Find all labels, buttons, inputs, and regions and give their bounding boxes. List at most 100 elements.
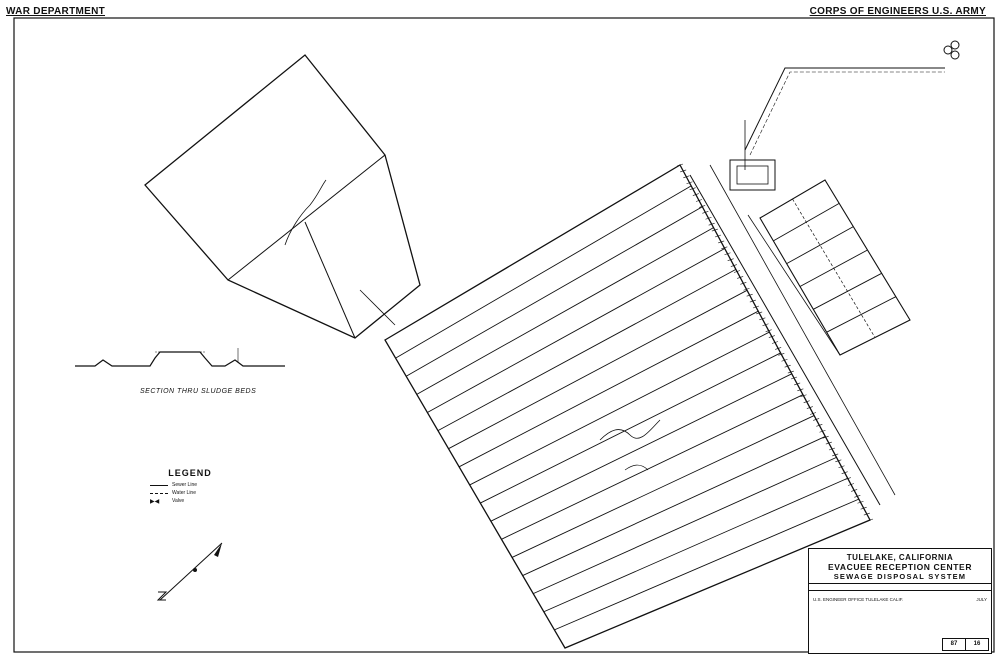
edge-tick: [749, 299, 756, 303]
legend: LEGEND Sewer Line Water Line ▶◀ Valve: [150, 468, 230, 505]
edge-tick: [765, 329, 772, 332]
outfall-line: [359, 289, 396, 326]
edge-tick: [768, 335, 775, 338]
edge-tick: [740, 282, 747, 285]
distribution-line: [437, 269, 737, 431]
edge-tick: [828, 447, 836, 451]
distribution-line: [427, 248, 725, 413]
edge-tick: [838, 465, 845, 469]
edge-tick: [759, 317, 766, 321]
legend-label: Sewer Line: [172, 482, 198, 488]
legend-item-valve: ▶◀ Valve: [150, 497, 230, 505]
sheet-number-b: 16: [965, 638, 989, 651]
edge-tick: [762, 323, 769, 327]
edge-tick: [737, 276, 744, 279]
sludge-bed-centerline: [792, 198, 876, 338]
edge-tick: [727, 258, 734, 261]
edge-tick: [825, 441, 832, 445]
edge-tick: [721, 246, 728, 250]
edge-tick: [699, 205, 706, 208]
edge-tick: [813, 418, 820, 421]
edge-tick: [781, 358, 788, 362]
distribution-line: [480, 352, 781, 504]
edge-tick: [816, 424, 823, 427]
header-war-department: WAR DEPARTMENT: [6, 6, 106, 17]
edge-tick: [771, 341, 779, 344]
edge-tick: [676, 163, 684, 167]
edge-tick: [832, 453, 839, 457]
legend-item-water: Water Line: [150, 489, 230, 497]
edge-tick: [724, 252, 731, 256]
edge-tick: [689, 187, 696, 190]
edge-tick: [803, 400, 810, 403]
field-road-2: [709, 164, 896, 496]
edge-tick: [686, 181, 693, 185]
legend-item-sewer: Sewer Line: [150, 481, 230, 489]
edge-tick: [806, 406, 813, 409]
sludge-bed-divider: [826, 296, 897, 333]
edge-tick: [695, 199, 703, 202]
title-center: EVACUEE RECEPTION CENTER: [827, 562, 973, 572]
distribution-line: [405, 206, 703, 377]
edge-tick: [778, 353, 785, 356]
water-line-swatch: [150, 492, 168, 494]
imhoff-tank: [729, 159, 776, 191]
sheet-border: [13, 17, 995, 653]
sludge-bed-divider: [786, 226, 854, 265]
edge-tick: [866, 518, 874, 522]
sewer-line-swatch: [150, 484, 168, 486]
legend-title: LEGEND: [168, 468, 212, 478]
edge-tick: [705, 216, 712, 220]
edge-tick: [809, 412, 817, 415]
edge-tick: [797, 388, 804, 392]
edge-tick: [819, 429, 826, 433]
edge-tick: [752, 305, 760, 309]
title-location: TULELAKE, CALIFORNIA: [846, 553, 954, 562]
edge-tick: [756, 311, 763, 315]
inlet-sewer-line: [744, 67, 945, 151]
legend-label: Valve: [172, 498, 185, 504]
edge-tick: [794, 382, 801, 386]
edge-tick: [863, 512, 870, 516]
distribution-line: [458, 310, 759, 468]
parcel-divider-1: [227, 154, 386, 281]
edge-tick: [835, 459, 842, 463]
sheet-number-a: 87: [942, 638, 966, 651]
distribution-line: [469, 331, 770, 486]
distribution-line: [522, 436, 826, 576]
field-road-3: [747, 214, 841, 356]
field-annotation-scribble: [599, 419, 661, 441]
edge-tick: [714, 234, 722, 238]
ponds-parcel: [144, 54, 421, 339]
sludge-beds: [759, 179, 911, 356]
imhoff-tank-inner: [736, 165, 769, 185]
north-arrow-icon: [156, 542, 223, 601]
section-caption: SECTION THRU SLUDGE BEDS: [140, 388, 257, 395]
distribution-line: [533, 456, 837, 595]
title-office: U.S. ENGINEER OFFICE TULELAKE CALIF. JUL…: [809, 590, 991, 602]
edge-tick: [841, 471, 848, 474]
edge-tick: [860, 506, 867, 510]
edge-tick: [733, 270, 741, 273]
edge-tick: [847, 483, 855, 486]
distribution-line: [554, 498, 860, 631]
edge-tick: [800, 394, 807, 398]
section-profile: [75, 348, 285, 367]
edge-tick: [743, 287, 750, 291]
title-date: JULY: [976, 597, 987, 602]
edge-tick: [746, 293, 753, 297]
edge-tick: [784, 364, 791, 368]
distribution-line: [395, 185, 692, 359]
distribution-line: [543, 477, 848, 613]
manhole-symbols: [943, 40, 960, 60]
distribution-line: [490, 373, 792, 522]
legend-label: Water Line: [172, 490, 196, 496]
title-system: SEWAGE DISPOSAL SYSTEM: [809, 572, 991, 584]
office-name: U.S. ENGINEER OFFICE TULELAKE CALIF.: [813, 597, 904, 602]
edge-tick: [844, 477, 851, 480]
distribution-line: [448, 289, 748, 450]
edge-tick: [730, 264, 737, 267]
distribution-line: [511, 415, 815, 558]
edge-tick: [718, 240, 725, 244]
